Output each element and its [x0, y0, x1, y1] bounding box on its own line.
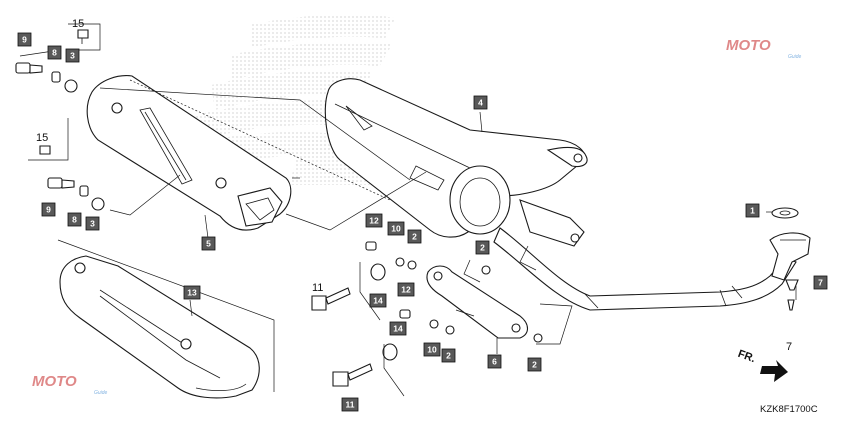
- diagram-code: KZK8F1700C: [760, 404, 818, 415]
- part-label-box-2: 2: [527, 357, 542, 372]
- part-label-box-9: 9: [41, 202, 56, 217]
- part-label-box-5: 5: [201, 236, 216, 251]
- watermark-logo-bottom: MOTO Guide: [32, 373, 108, 396]
- part-number-3: 3: [90, 219, 95, 229]
- callout-label-7: 7: [786, 341, 792, 353]
- watermark-sub: Guide: [94, 390, 108, 396]
- part-label-box-14: 14: [389, 321, 407, 336]
- part-number-7: 7: [818, 278, 823, 288]
- part-label-box-9: 9: [17, 32, 32, 47]
- front-direction-arrow: [760, 360, 788, 382]
- direction-label: FR.: [736, 348, 757, 365]
- watermark-logo-top: MOTO Guide: [726, 37, 802, 60]
- watermark-sub: Guide: [788, 54, 802, 60]
- part-label-box-13: 13: [183, 285, 201, 300]
- part-number-2: 2: [532, 360, 537, 370]
- part-number-12: 12: [401, 285, 411, 295]
- part-number-13: 13: [187, 288, 197, 298]
- part-label-box-1: 1: [745, 203, 760, 218]
- part-number-11: 11: [346, 400, 355, 410]
- callout-label-11: 11: [312, 282, 323, 294]
- part-number-10: 10: [391, 224, 401, 234]
- part-number-4: 4: [478, 98, 483, 108]
- part-label-box-8: 8: [67, 212, 82, 227]
- part-label-box-6: 6: [487, 354, 502, 369]
- part-label-box-14: 14: [369, 293, 387, 308]
- part-number-8: 8: [72, 215, 77, 225]
- leader-lines: [19, 49, 797, 397]
- part-number-9: 9: [46, 205, 51, 215]
- part-label-box-8: 8: [47, 45, 62, 60]
- part-label-box-2: 2: [441, 348, 456, 363]
- part-label-box-4: 4: [473, 95, 488, 110]
- part-label-box-11: 11: [341, 397, 359, 412]
- heat-shield: [59, 255, 260, 399]
- part-number-8: 8: [52, 48, 57, 58]
- callout-label-15: 15: [72, 18, 84, 30]
- background-wing-logo: [186, 14, 395, 185]
- part-label-box-2: 2: [407, 229, 422, 244]
- callout-label-15: 15: [36, 132, 48, 144]
- part-label-box-7: 7: [813, 275, 828, 290]
- part-number-9: 9: [22, 35, 27, 45]
- part-label-box-3: 3: [85, 216, 100, 231]
- part-number-14: 14: [373, 296, 383, 306]
- part-label-box-3: 3: [65, 48, 80, 63]
- part-number-2: 2: [412, 232, 417, 242]
- part-number-3: 3: [70, 51, 75, 61]
- part-number-6: 6: [492, 357, 497, 367]
- exhaust-gasket: [771, 207, 799, 219]
- part-number-2: 2: [446, 351, 451, 361]
- part-number-14: 14: [393, 324, 403, 334]
- muffler-bracket: [426, 265, 529, 354]
- part-label-box-12: 12: [365, 213, 383, 228]
- part-number-12: 12: [369, 216, 379, 226]
- watermark-brand: MOTO: [726, 37, 771, 54]
- muffler: [86, 75, 292, 239]
- part-label-box-2: 2: [475, 240, 490, 255]
- part-label-box-12: 12: [397, 282, 415, 297]
- part-number-1: 1: [750, 206, 755, 216]
- part-number-5: 5: [206, 239, 211, 249]
- part-label-box-10: 10: [423, 342, 441, 357]
- part-label-box-10: 10: [387, 221, 405, 236]
- exhaust-chamber: [324, 78, 811, 311]
- part-number-2: 2: [480, 243, 485, 253]
- part-number-10: 10: [427, 345, 437, 355]
- watermark-brand: MOTO: [32, 373, 77, 390]
- fasteners: [15, 29, 799, 387]
